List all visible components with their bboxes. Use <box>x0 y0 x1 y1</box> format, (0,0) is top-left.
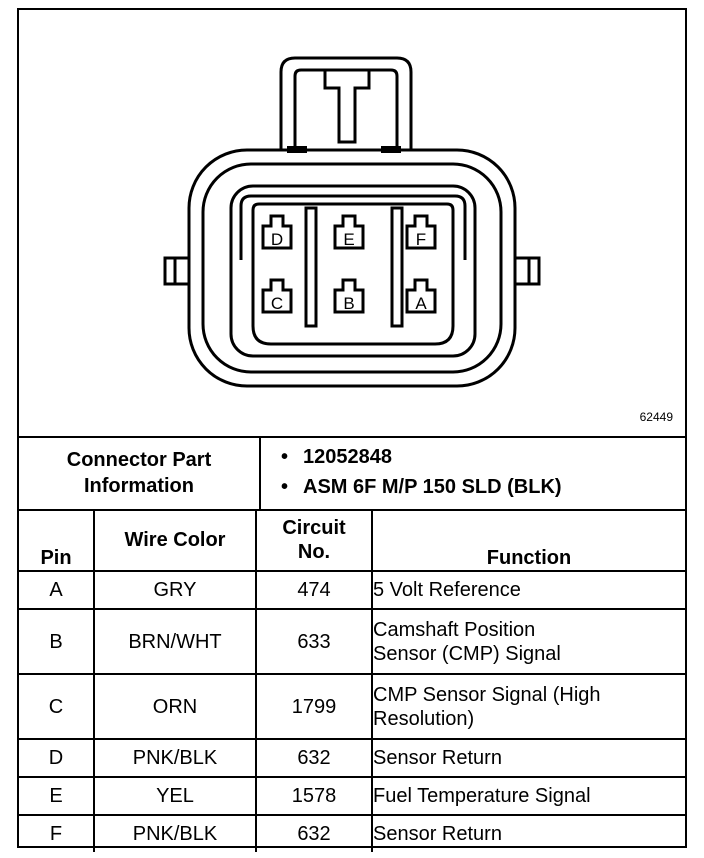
cell-function-line1: Sensor Return <box>373 747 502 769</box>
cell-wire-color: GRY <box>93 570 257 610</box>
cell-circuit: 474 <box>255 570 373 610</box>
cell-pin: B <box>19 608 95 675</box>
latch-tab-right <box>381 146 401 153</box>
pin-cavity-c <box>261 278 293 314</box>
cell-wire-color: BRN/WHT <box>93 608 257 675</box>
header-wire-color: Wire Color <box>93 509 257 572</box>
header-circuit-no: Circuit No. <box>255 509 373 572</box>
cell-circuit: 632 <box>255 814 373 852</box>
cell-function-line1: 5 Volt Reference <box>373 579 521 601</box>
cell-pin: E <box>19 776 95 816</box>
figure-number: 62449 <box>639 410 673 424</box>
cell-function: Sensor Return <box>371 738 685 778</box>
cell-function: CMP Sensor Signal (High Resolution) <box>371 673 685 740</box>
header-function: Function <box>371 509 685 572</box>
pin-divider-right <box>390 206 404 328</box>
latch-tab-left <box>287 146 307 153</box>
cell-function-line1: CMP Sensor Signal (High <box>373 683 601 706</box>
connector-tab-left <box>163 256 191 286</box>
cell-pin: F <box>19 814 95 852</box>
cell-wire-color: YEL <box>93 776 257 816</box>
table-row: A GRY 474 5 Volt Reference <box>19 570 685 610</box>
cell-function-line1: Sensor Return <box>373 823 502 845</box>
table-row: C ORN 1799 CMP Sensor Signal (High Resol… <box>19 673 685 740</box>
table-row: F PNK/BLK 632 Sensor Return <box>19 814 685 852</box>
cell-wire-color: PNK/BLK <box>93 814 257 852</box>
cell-function: 5 Volt Reference <box>371 570 685 610</box>
cell-pin: A <box>19 570 95 610</box>
part-info-label: Connector Part Information <box>19 436 261 509</box>
pin-label-e: E <box>343 230 354 249</box>
pin-cavity-a <box>405 278 437 314</box>
table-row: B BRN/WHT 633 Camshaft Position Sensor (… <box>19 608 685 675</box>
cell-function-line2: Resolution) <box>373 707 475 730</box>
part-number-item: ASM 6F M/P 150 SLD (BLK) <box>281 472 562 502</box>
pin-label-b: B <box>343 294 354 313</box>
cell-wire-color: PNK/BLK <box>93 738 257 778</box>
table-row: E YEL 1578 Fuel Temperature Signal <box>19 776 685 816</box>
cell-pin: C <box>19 673 95 740</box>
pin-label-c: C <box>271 294 283 313</box>
cell-circuit: 633 <box>255 608 373 675</box>
connector-tab-right <box>513 256 541 286</box>
header-circuit-line1: Circuit <box>282 516 346 539</box>
part-number-list: 12052848 ASM 6F M/P 150 SLD (BLK) <box>281 442 562 502</box>
table-header-row: Pin Wire Color Circuit No. Function <box>19 509 685 572</box>
pinout-table: Pin Wire Color Circuit No. Function A GR… <box>19 509 685 852</box>
cell-circuit: 1578 <box>255 776 373 816</box>
header-pin: Pin <box>19 509 95 572</box>
part-info-label-line2: Information <box>84 474 194 497</box>
cell-function-line1: Camshaft Position <box>373 618 536 641</box>
pin-divider-left <box>304 206 318 328</box>
pin-label-a: A <box>415 294 427 313</box>
cell-function: Sensor Return <box>371 814 685 852</box>
pin-cavity-d <box>261 214 293 250</box>
pin-label-f: F <box>416 230 426 249</box>
pin-cavity-e <box>333 214 365 250</box>
cell-function-line1: Fuel Temperature Signal <box>373 785 591 807</box>
connector-latch <box>279 56 413 150</box>
connector-part-info: Connector Part Information 12052848 ASM … <box>19 436 685 511</box>
part-number-item: 12052848 <box>281 442 562 472</box>
connector-sheet: D E F C B A 62449 Connector Part Informa… <box>17 8 687 852</box>
cell-function: Fuel Temperature Signal <box>371 776 685 816</box>
pin-label-d: D <box>271 230 283 249</box>
table-row: D PNK/BLK 632 Sensor Return <box>19 738 685 778</box>
connector-cavity <box>229 184 477 358</box>
pin-cavity-f <box>405 214 437 250</box>
header-circuit-line2: No. <box>297 540 331 563</box>
connector-diagram: D E F C B A 62449 <box>19 10 685 438</box>
cell-function-line2: Sensor (CMP) Signal <box>373 642 561 665</box>
connector-face-illustration: D E F C B A <box>163 56 541 388</box>
cell-pin: D <box>19 738 95 778</box>
pin-cavity-b <box>333 278 365 314</box>
cell-circuit: 1799 <box>255 673 373 740</box>
cell-circuit: 632 <box>255 738 373 778</box>
cell-function: Camshaft Position Sensor (CMP) Signal <box>371 608 685 675</box>
part-info-label-line1: Connector Part <box>66 448 212 471</box>
cell-wire-color: ORN <box>93 673 257 740</box>
